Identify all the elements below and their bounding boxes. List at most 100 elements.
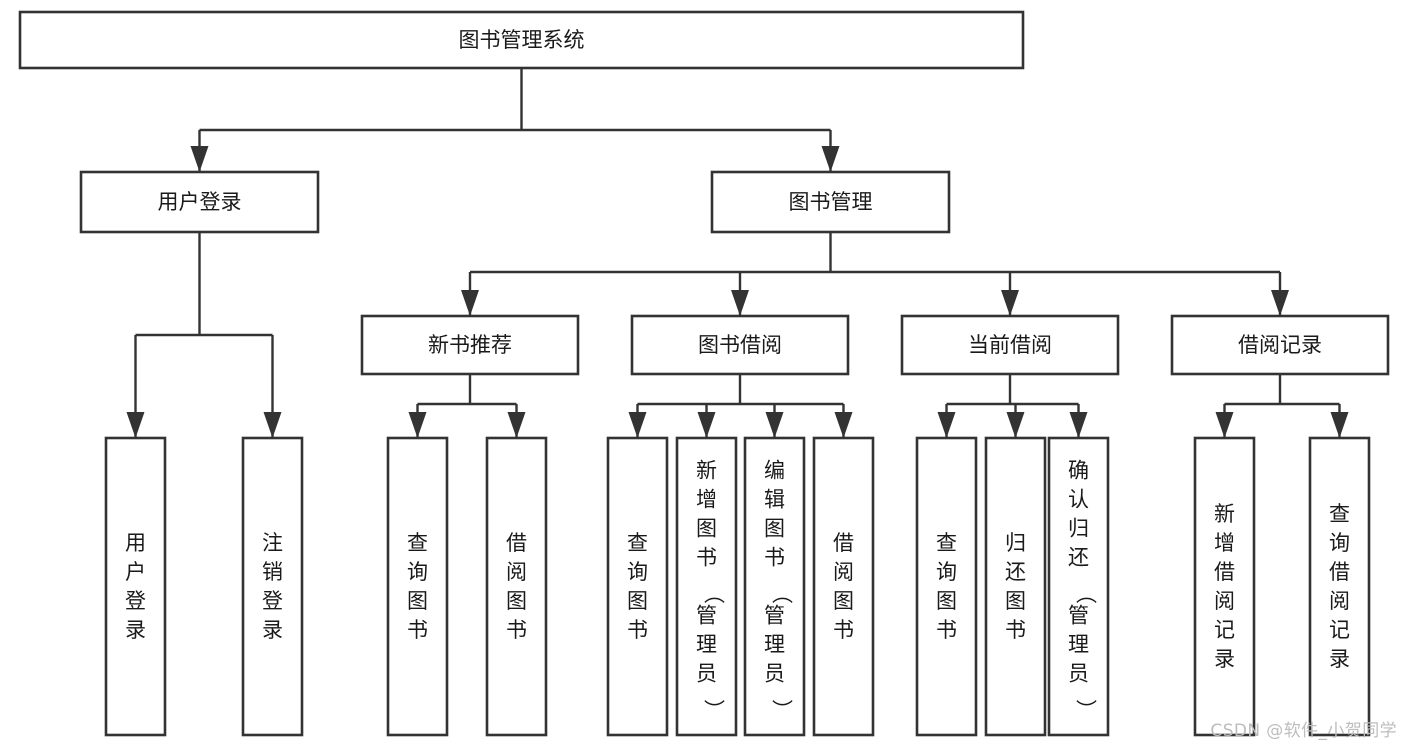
node-box-leaf-user-login[interactable] xyxy=(104,436,167,737)
node-label-root: 图书管理系统 xyxy=(459,28,585,52)
node-book-borrow[interactable]: 图书借阅 xyxy=(630,314,850,376)
arrow-head-icon xyxy=(937,412,956,438)
arrow-head-icon xyxy=(821,146,840,172)
node-label-leaf-logout-char-1: 销 xyxy=(262,560,283,584)
node-box-leaf-confirm-return[interactable] xyxy=(1047,436,1110,737)
arrow-head-icon xyxy=(1001,290,1019,316)
node-new-book-rec[interactable]: 新书推荐 xyxy=(360,314,580,376)
node-label-leaf-add-book-char-7: 员 xyxy=(696,662,717,686)
arrow-head-icon xyxy=(126,412,145,438)
node-label-leaf-confirm-return-char-5: 管 xyxy=(1068,604,1089,628)
node-label-leaf-query-book-rec-char-1: 询 xyxy=(407,560,428,584)
arrow-head-icon xyxy=(1069,412,1088,438)
node-label-leaf-edit-book-char-8: ） xyxy=(770,699,794,720)
node-label-leaf-query-record-char-3: 阅 xyxy=(1329,589,1350,613)
node-label-leaf-return-book-char-3: 书 xyxy=(1005,618,1026,642)
arrow-head-icon xyxy=(834,412,853,438)
node-label-new-book-rec: 新书推荐 xyxy=(428,333,512,357)
node-box-borrow-record[interactable] xyxy=(1170,314,1390,376)
node-box-leaf-edit-book[interactable] xyxy=(743,436,806,737)
node-box-leaf-return-book[interactable] xyxy=(984,436,1047,737)
node-box-leaf-query-book-borrow[interactable] xyxy=(606,436,669,737)
node-label-leaf-confirm-return-char-8: ） xyxy=(1074,699,1098,720)
arrow-head-icon xyxy=(1271,290,1289,316)
node-label-leaf-add-record-char-5: 录 xyxy=(1214,647,1235,671)
node-label-leaf-query-book-cur-char-1: 询 xyxy=(936,560,957,584)
node-borrow-record[interactable]: 借阅记录 xyxy=(1170,314,1390,376)
node-label-leaf-borrow-book-rec-char-1: 阅 xyxy=(506,560,527,584)
node-box-current-borrow[interactable] xyxy=(900,314,1120,376)
arrow-head-icon xyxy=(697,412,716,438)
node-book-manage[interactable]: 图书管理 xyxy=(710,170,951,234)
node-label-leaf-query-book-borrow-char-1: 询 xyxy=(627,560,648,584)
node-label-leaf-add-book-char-4: （ xyxy=(702,583,726,604)
node-label-leaf-query-book-borrow-char-2: 图 xyxy=(627,589,648,613)
arrow-head-icon xyxy=(461,290,479,316)
node-label-leaf-add-book-char-2: 图 xyxy=(696,517,717,541)
node-label-leaf-query-record-char-1: 询 xyxy=(1329,531,1350,555)
node-root[interactable]: 图书管理系统 xyxy=(18,10,1025,70)
node-label-leaf-query-record-char-0: 查 xyxy=(1329,502,1350,526)
node-label-borrow-record: 借阅记录 xyxy=(1238,333,1322,357)
node-box-leaf-logout[interactable] xyxy=(241,436,304,737)
node-label-leaf-query-book-rec-char-3: 书 xyxy=(407,618,428,642)
node-box-book-borrow[interactable] xyxy=(630,314,850,376)
connectors-layer xyxy=(126,68,1349,438)
node-user-login[interactable]: 用户登录 xyxy=(79,170,320,234)
arrow-head-icon xyxy=(765,412,784,438)
node-label-leaf-borrow-book-char-3: 书 xyxy=(833,618,854,642)
node-box-root[interactable] xyxy=(18,10,1025,70)
node-label-leaf-add-record-char-1: 增 xyxy=(1214,531,1235,555)
node-box-leaf-query-book-rec[interactable] xyxy=(386,436,449,737)
node-box-leaf-borrow-book-rec[interactable] xyxy=(485,436,548,737)
node-box-leaf-query-book-cur[interactable] xyxy=(915,436,978,737)
node-box-user-login[interactable] xyxy=(79,170,320,234)
node-box-leaf-add-book[interactable] xyxy=(675,436,738,737)
node-label-leaf-logout-char-3: 录 xyxy=(262,618,283,642)
node-label-leaf-edit-book-char-6: 理 xyxy=(764,633,785,657)
node-label-leaf-add-book-char-5: 管 xyxy=(696,604,717,628)
node-label-leaf-user-login-char-0: 用 xyxy=(125,531,146,555)
node-box-leaf-borrow-book[interactable] xyxy=(812,436,875,737)
node-label-leaf-confirm-return-char-2: 归 xyxy=(1068,517,1089,541)
node-current-borrow[interactable]: 当前借阅 xyxy=(900,314,1120,376)
node-label-leaf-return-book-char-0: 归 xyxy=(1005,531,1026,555)
node-label-leaf-borrow-book-char-2: 图 xyxy=(833,589,854,613)
node-label-leaf-add-record-char-4: 记 xyxy=(1214,618,1235,642)
watermark-label: CSDN @软件_小贺同学 xyxy=(1210,721,1397,741)
node-label-leaf-user-login-char-3: 录 xyxy=(125,618,146,642)
node-label-leaf-return-book-char-2: 图 xyxy=(1005,589,1026,613)
arrow-head-icon xyxy=(731,290,749,316)
node-label-leaf-edit-book-char-3: 书 xyxy=(764,546,785,570)
node-label-leaf-edit-book-char-7: 员 xyxy=(764,662,785,686)
node-label-leaf-user-login-char-2: 登 xyxy=(125,589,146,613)
node-box-leaf-add-record[interactable] xyxy=(1193,436,1256,737)
node-label-user-login: 用户登录 xyxy=(158,190,242,214)
node-label-leaf-query-book-cur-char-0: 查 xyxy=(936,531,957,555)
node-box-new-book-rec[interactable] xyxy=(360,314,580,376)
node-label-leaf-query-book-borrow-char-3: 书 xyxy=(627,618,648,642)
node-box-book-manage[interactable] xyxy=(710,170,951,234)
node-box-leaf-query-record[interactable] xyxy=(1308,436,1371,737)
node-label-leaf-confirm-return-char-4: （ xyxy=(1074,583,1098,604)
arrow-head-icon xyxy=(628,412,647,438)
arrow-head-icon xyxy=(408,412,427,438)
node-label-leaf-confirm-return-char-1: 认 xyxy=(1068,488,1089,512)
node-leaf-user-login[interactable]: 用户登录 xyxy=(104,436,167,737)
node-label-leaf-query-book-cur-char-2: 图 xyxy=(936,589,957,613)
node-label-book-manage: 图书管理 xyxy=(789,190,873,214)
node-label-leaf-edit-book-char-2: 图 xyxy=(764,517,785,541)
arrow-head-icon xyxy=(1215,412,1234,438)
